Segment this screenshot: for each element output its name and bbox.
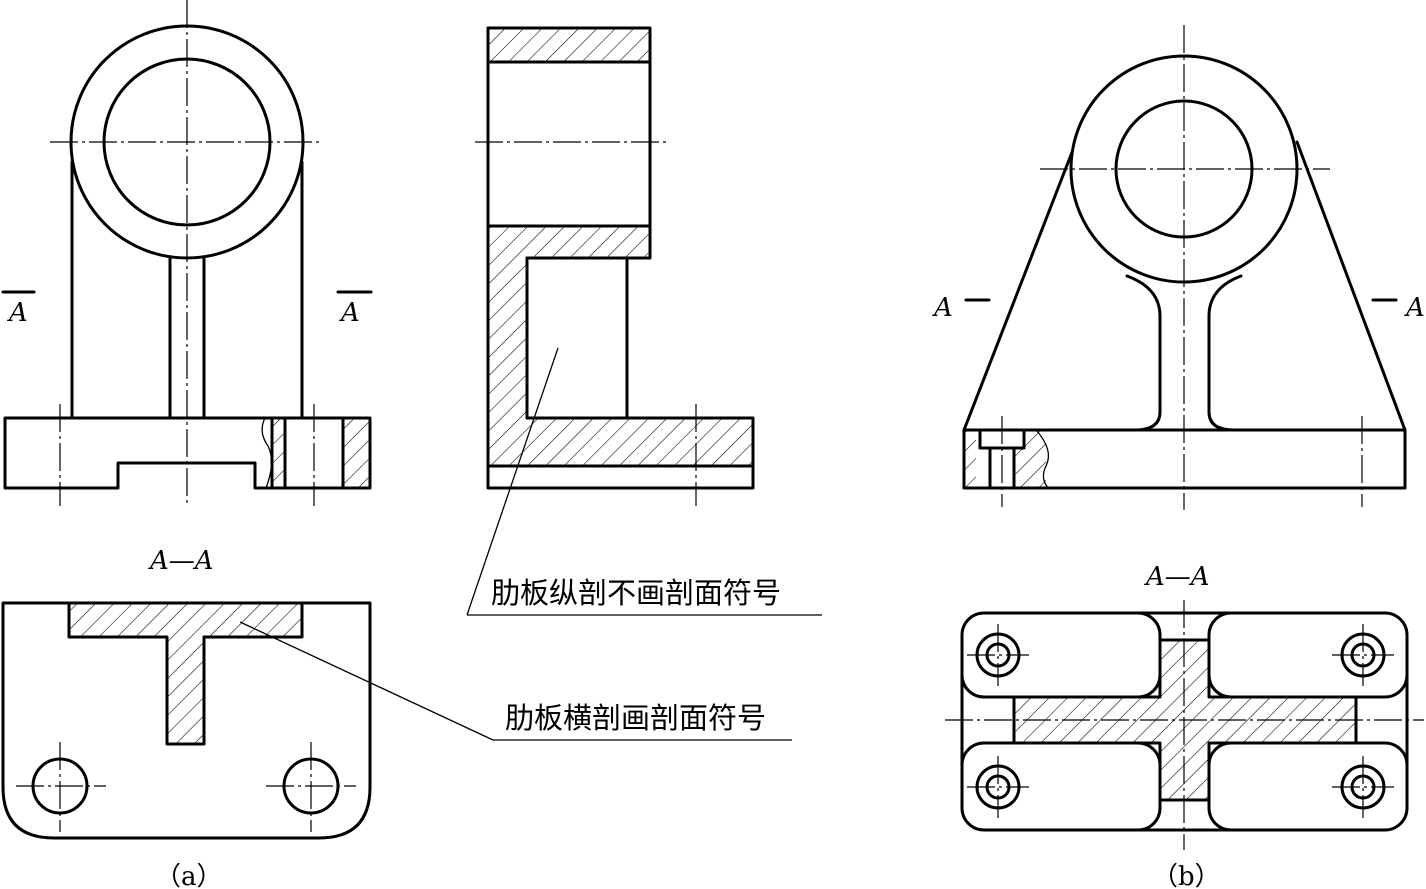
front-view-b: A A <box>932 25 1425 510</box>
section-title-a: A—A <box>148 546 214 576</box>
section-title-b: A—A <box>1144 562 1210 592</box>
recess-bottom-left <box>960 741 1162 832</box>
caption-a: （a） <box>155 862 223 889</box>
section-aa-b: A—A （b） <box>945 562 1424 889</box>
t-section-hatched <box>67 601 304 746</box>
front-view-a: A A <box>1 0 373 506</box>
web-plate-outline <box>962 140 1407 432</box>
note-transverse: 肋板横剖画剖面符号 <box>505 701 766 735</box>
annotation-notes: 肋板纵剖不画剖面符号 肋板横剖画剖面符号 <box>239 347 822 741</box>
section-label-right-a: A <box>339 298 360 328</box>
base-outline-a <box>1 601 372 840</box>
note-longitudinal: 肋板纵剖不画剖面符号 <box>491 576 781 610</box>
caption-b: （b） <box>1152 862 1221 889</box>
bearing-wall-top <box>486 26 652 64</box>
section-label-left-a: A <box>7 298 28 328</box>
recess-top-left <box>960 611 1162 699</box>
rib-b <box>1125 274 1243 432</box>
side-view-section-a <box>475 26 755 506</box>
leader-longitudinal <box>466 347 559 616</box>
section-label-left-b: A <box>932 293 953 323</box>
section-label-right-b: A <box>1404 293 1425 323</box>
leader-transverse <box>239 621 494 741</box>
section-aa-a: A—A （a） <box>1 546 372 889</box>
